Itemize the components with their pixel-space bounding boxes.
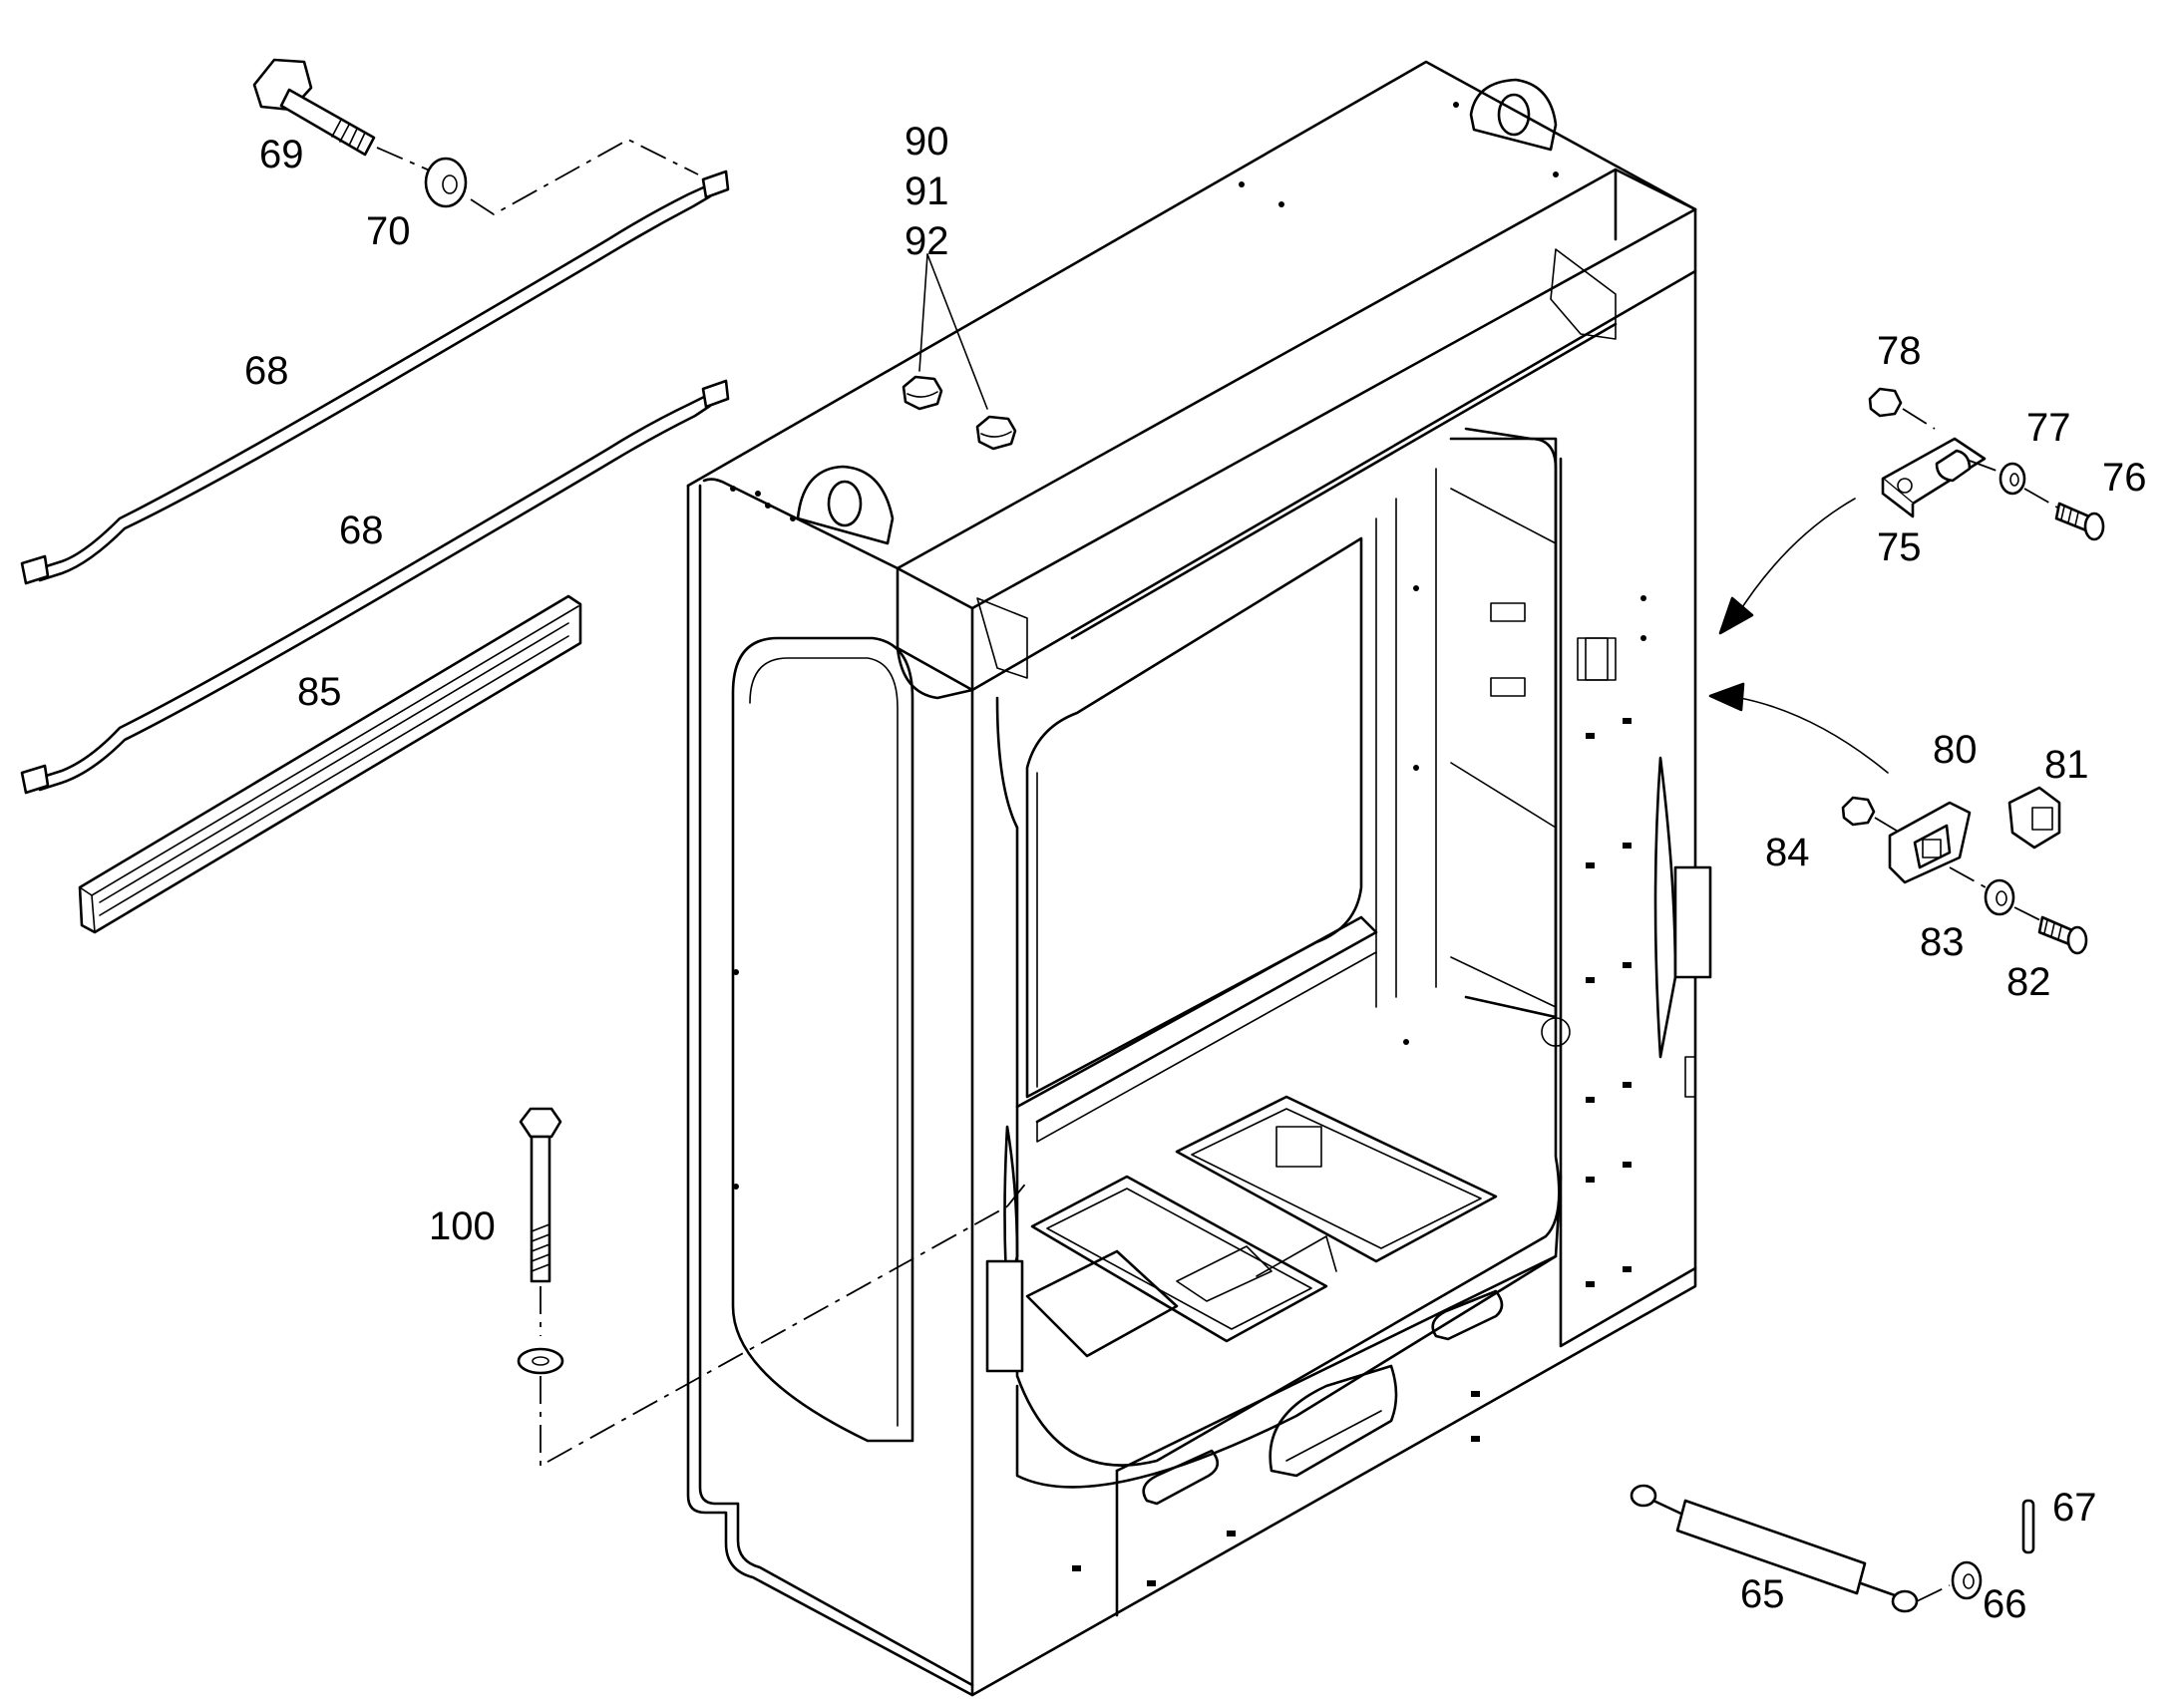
part-78-nut	[1868, 387, 1903, 418]
part-77-washer	[1998, 462, 2026, 496]
callout-90: 90	[905, 120, 949, 164]
callout-84: 84	[1765, 831, 1810, 874]
callout-66: 66	[1983, 1582, 2027, 1626]
part-90-91-92-nuts	[902, 375, 1017, 451]
callout-65: 65	[1740, 1572, 1785, 1616]
arrow-75	[1734, 498, 1856, 619]
part-81-cap	[2007, 786, 2061, 850]
callout-81: 81	[2044, 743, 2089, 787]
frame-holes	[730, 102, 1646, 1586]
callout-91: 91	[905, 170, 949, 213]
part-66-washer	[1951, 1560, 1983, 1600]
leader-90-left	[918, 253, 928, 372]
part-68-cable-lower	[20, 379, 730, 795]
callout-77: 77	[2026, 406, 2071, 450]
callout-75: 75	[1877, 525, 1922, 569]
part-67-pin	[2021, 1499, 2035, 1554]
leader-90-right	[926, 253, 988, 410]
callout-69: 69	[259, 133, 304, 176]
part-84-nut	[1841, 796, 1876, 827]
part-68-cable-upper	[20, 170, 730, 585]
part-83-washer	[1984, 878, 2015, 916]
part-76-screw	[2054, 502, 2105, 541]
part-65-gas-strut	[1630, 1484, 1919, 1613]
part-80-receptacle	[1888, 801, 1972, 884]
part-100-washer	[517, 1347, 564, 1375]
callout-82: 82	[2006, 960, 2051, 1004]
callout-68-upper: 68	[244, 349, 289, 393]
lifting-eye-right	[1469, 78, 1558, 152]
callout-100: 100	[429, 1204, 496, 1248]
callout-85: 85	[297, 670, 342, 714]
part-75-bracket	[1881, 437, 1987, 518]
callout-76: 76	[2102, 456, 2147, 500]
main-frame	[686, 60, 1712, 1697]
callout-80: 80	[1933, 728, 1978, 772]
callout-68-lower: 68	[339, 509, 384, 552]
part-70-washer	[424, 157, 468, 208]
callout-83: 83	[1920, 920, 1965, 964]
callout-70: 70	[366, 209, 411, 253]
arrow-80	[1739, 697, 1889, 774]
callout-67: 67	[2052, 1486, 2097, 1530]
callout-78: 78	[1877, 329, 1922, 373]
lifting-eye-left	[796, 465, 895, 545]
callout-92: 92	[905, 219, 949, 263]
part-69-bolt	[252, 58, 376, 157]
part-100-bolt	[519, 1107, 562, 1283]
part-85-trim-strip	[78, 594, 582, 934]
part-82-screw	[2037, 915, 2088, 955]
